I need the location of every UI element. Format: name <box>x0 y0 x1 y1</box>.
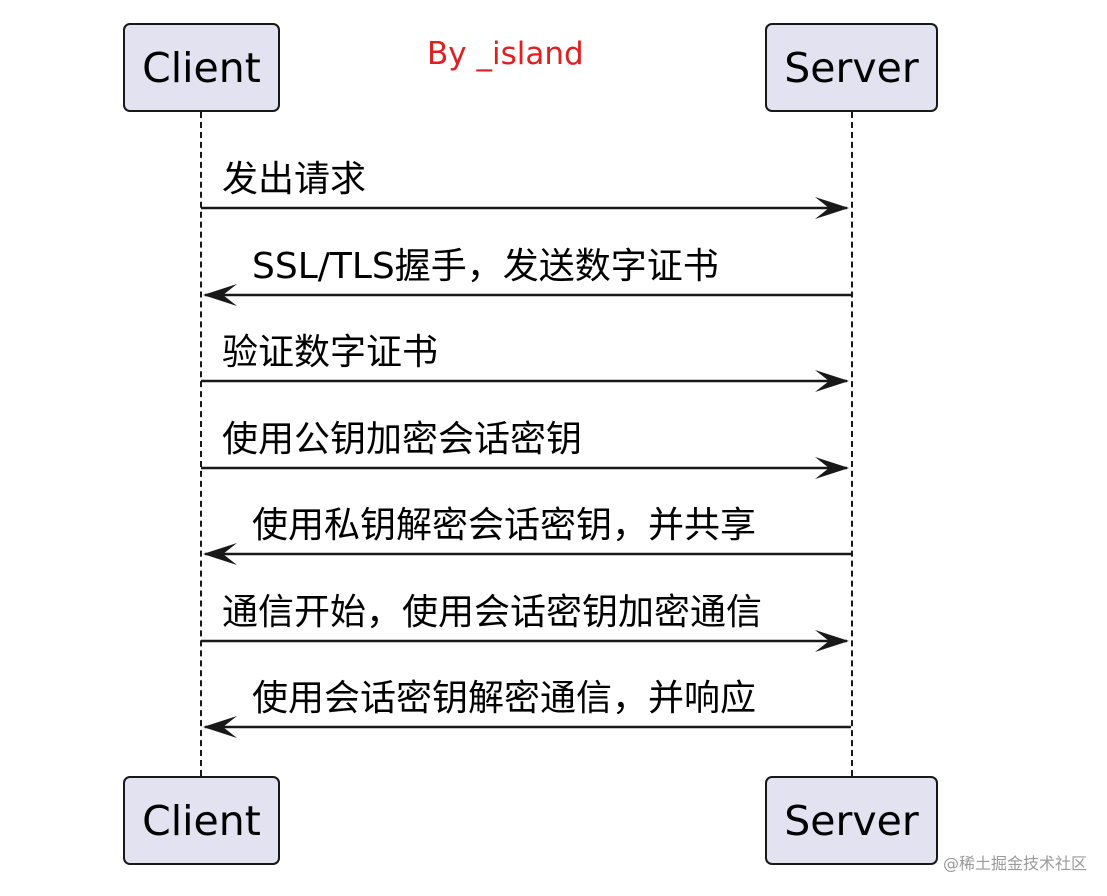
arrowhead-icon <box>815 197 849 219</box>
participant-client-bottom: Client <box>123 776 280 865</box>
participant-client-top: Client <box>123 23 280 112</box>
message-label: 验证数字证书 <box>222 332 439 373</box>
arrowhead-icon <box>203 716 237 738</box>
message-label: 使用公钥加密会话密钥 <box>222 419 583 460</box>
watermark: @稀土掘金技术社区 <box>942 854 1087 873</box>
message-label: SSL/TLS握手，发送数字证书 <box>252 246 719 287</box>
arrowhead-icon <box>815 457 849 479</box>
server-lifeline <box>851 112 853 776</box>
message-label: 发出请求 <box>222 159 367 200</box>
message-label: 使用私钥解密会话密钥，并共享 <box>252 505 757 546</box>
arrowhead-icon <box>203 284 237 306</box>
arrowhead-icon <box>815 630 849 652</box>
author-credit: By _island <box>427 36 584 72</box>
message-label: 使用会话密钥解密通信，并响应 <box>252 678 757 719</box>
participant-server-top: Server <box>765 23 938 112</box>
arrowhead-icon <box>815 370 849 392</box>
client-lifeline <box>200 112 202 776</box>
message-label: 通信开始，使用会话密钥加密通信 <box>222 592 763 633</box>
arrowhead-icon <box>203 543 237 565</box>
participant-server-bottom: Server <box>765 776 938 865</box>
